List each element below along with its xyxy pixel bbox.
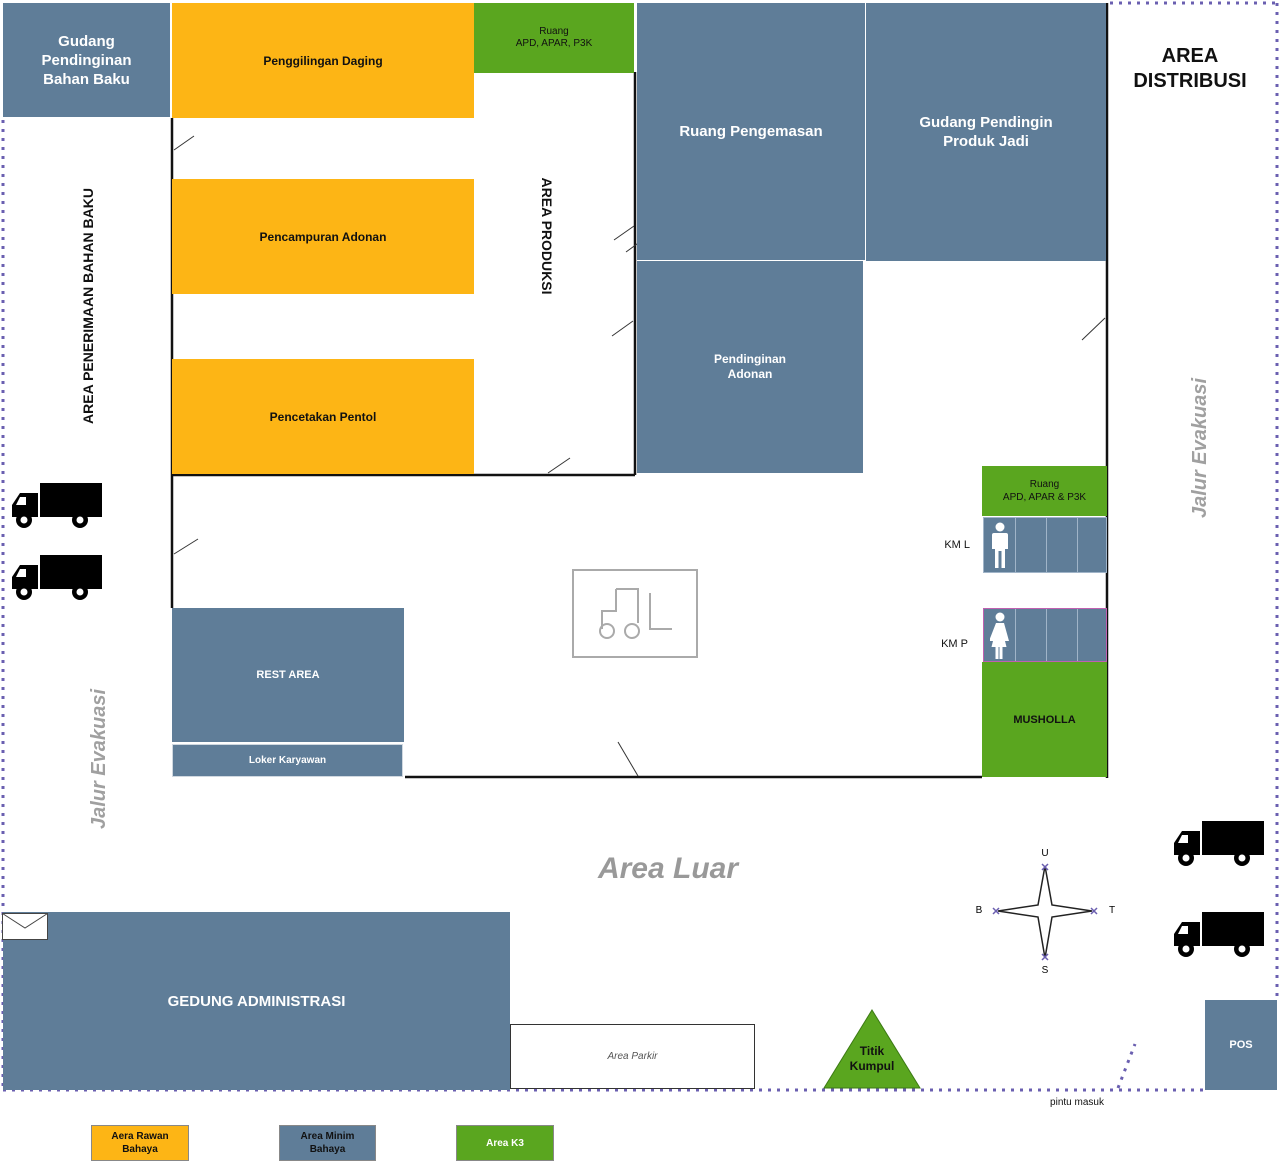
- compass-west: B: [975, 905, 983, 916]
- label-area-produksi: AREA PRODUKSI: [539, 177, 555, 295]
- room-loker-karyawan: Loker Karyawan: [172, 744, 403, 777]
- room-gudang-pendinginan-bahan-baku: Gudang Pendinginan Bahan Baku: [3, 3, 170, 117]
- label-km-l: KM L: [944, 539, 970, 551]
- label-km-p: KM P: [941, 638, 968, 650]
- compass-east: T: [1108, 905, 1116, 916]
- evacuation-route: [1, 1, 1279, 1092]
- room-pengemasan: Ruang Pengemasan: [637, 3, 865, 260]
- room-gudang-pendingin-produk-jadi: Gudang Pendingin Produk Jadi: [866, 3, 1106, 261]
- toilet-female-block: [983, 608, 1107, 662]
- room-penggilingan-daging: Penggilingan Daging: [172, 3, 474, 118]
- building-pos: POS: [1205, 1000, 1277, 1090]
- room-apd-right: Ruang APD, APAR & P3K: [982, 466, 1107, 516]
- room-rest-area: REST AREA: [172, 608, 404, 742]
- female-icon: [990, 612, 1009, 659]
- forklift-icon: [599, 588, 672, 639]
- doors: [173, 135, 1106, 777]
- label-titik-kumpul: Titik Kumpul: [849, 1044, 895, 1073]
- compass-north: U: [1041, 848, 1049, 859]
- male-icon: [992, 522, 1008, 568]
- label-pintu-masuk: pintu masuk: [1050, 1097, 1104, 1108]
- forklift-zone: [572, 569, 698, 658]
- room-apd-top: Ruang APD, APAR, P3K: [474, 3, 634, 73]
- area-parkir: Area Parkir: [510, 1024, 755, 1089]
- compass-south: S: [1041, 965, 1049, 976]
- truck-icon: [1174, 912, 1264, 957]
- label-area-penerimaan: AREA PENERIMAAN BAHAN BAKU: [80, 188, 96, 424]
- legend-rawan-bahaya: Aera Rawan Bahaya: [91, 1125, 189, 1161]
- legend-minim-bahaya: Area Minim Bahaya: [279, 1125, 376, 1161]
- label-jalur-evakuasi-left: Jalur Evakuasi: [87, 688, 110, 830]
- room-pendinginan-adonan: Pendinginan Adonan: [637, 261, 863, 473]
- envelope-icon: [2, 913, 48, 940]
- compass-icon: [992, 863, 1098, 961]
- assembly-point-triangle: [823, 1009, 921, 1089]
- legend-area-k3: Area K3: [456, 1125, 554, 1161]
- toilet-male-block: [983, 517, 1107, 573]
- room-musholla: MUSHOLLA: [982, 662, 1107, 777]
- label-area-distribusi: AREA DISTRIBUSI: [1133, 45, 1247, 92]
- label-area-luar: Area Luar: [597, 852, 739, 885]
- building-gedung-administrasi: GEDUNG ADMINISTRASI: [3, 912, 510, 1090]
- truck-icon: [12, 555, 102, 600]
- room-pencampuran-adonan: Pencampuran Adonan: [172, 179, 474, 294]
- room-pencetakan-pentol: Pencetakan Pentol: [172, 359, 474, 474]
- truck-icon: [12, 483, 102, 528]
- label-jalur-evakuasi-right: Jalur Evakuasi: [1188, 377, 1211, 519]
- truck-icon: [1174, 821, 1264, 866]
